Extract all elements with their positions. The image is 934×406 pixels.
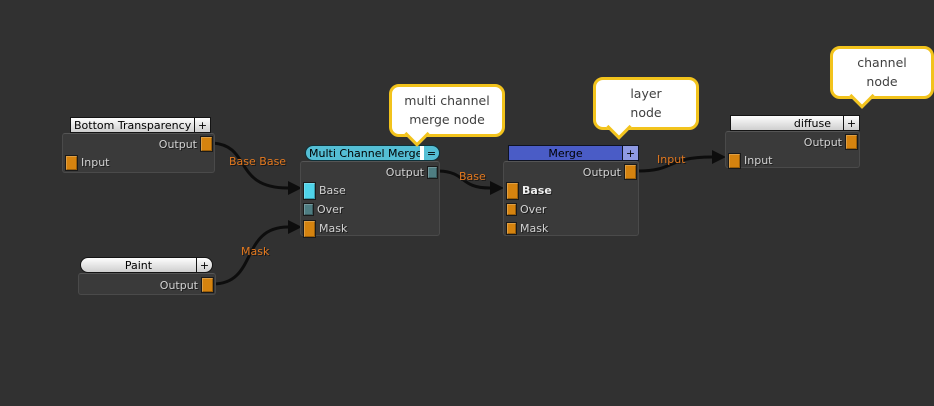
node-header[interactable]: Multi Channel Merge = <box>305 145 440 161</box>
node-merge[interactable]: Merge + Output Base Over Mask <box>503 145 639 236</box>
node-header[interactable]: Paint + <box>80 257 213 273</box>
input-port[interactable] <box>65 154 78 171</box>
mask-port[interactable] <box>303 219 316 238</box>
wire-paint-to-merge-mask[interactable] <box>212 220 302 286</box>
node-bottom-transparency[interactable]: Bottom Transparency + Output Input <box>62 117 215 173</box>
callout-text-line: channel <box>857 55 907 70</box>
node-paint[interactable]: Paint + Output <box>78 257 216 295</box>
over-port[interactable] <box>506 203 517 216</box>
output-port[interactable] <box>427 165 438 179</box>
wire-multichannelmerge-to-merge-base[interactable] <box>438 169 504 195</box>
callout-multi-channel-merge-node: multi channel merge node <box>389 84 505 147</box>
output-port[interactable] <box>845 134 858 150</box>
input-row: Over <box>504 200 638 219</box>
wire-label-base-base: Base Base <box>229 155 287 168</box>
callout-layer-node: layer node <box>593 77 699 140</box>
input-row: Input <box>726 151 859 170</box>
wire-bottom-transparency-to-merge-base[interactable] <box>212 141 302 195</box>
callout-channel-node: channel node <box>830 46 934 109</box>
input-row: Base <box>301 181 439 200</box>
wire-label-input: Input <box>657 153 686 166</box>
output-row: Output <box>504 163 638 181</box>
node-title[interactable]: Multi Channel Merge <box>309 147 420 160</box>
input-row: Input <box>63 153 214 172</box>
node-title[interactable]: Merge <box>548 147 583 160</box>
port-label: Mask <box>520 222 549 235</box>
port-label: Output <box>158 137 197 151</box>
output-row: Output <box>726 133 859 151</box>
node-multi-channel-merge[interactable]: Multi Channel Merge = Output Base Over M… <box>300 145 440 238</box>
output-port[interactable] <box>200 136 213 152</box>
port-label: Base <box>522 184 552 197</box>
node-header[interactable]: Merge + <box>508 145 639 161</box>
node-title[interactable]: diffuse <box>793 117 831 130</box>
port-label: Over <box>317 203 344 216</box>
wire-label-mask: Mask <box>241 245 270 258</box>
port-label: Mask <box>319 222 348 235</box>
add-button[interactable]: + <box>196 258 212 272</box>
callout-text-line: node <box>866 74 898 90</box>
input-row: Over <box>301 200 439 219</box>
port-label: Output <box>582 165 621 179</box>
callout-text-line: layer <box>630 86 662 101</box>
node-title[interactable]: Bottom Transparency <box>74 119 192 132</box>
add-button[interactable]: + <box>622 146 638 160</box>
node-diffuse[interactable]: diffuse + Output Input <box>725 115 860 170</box>
input-row: Mask <box>301 219 439 238</box>
mask-port[interactable] <box>506 222 517 235</box>
output-row: Output <box>79 275 215 295</box>
header-divider <box>420 146 424 160</box>
port-label: Output <box>159 278 198 292</box>
base-port[interactable] <box>303 181 316 200</box>
input-row: Mask <box>504 219 638 238</box>
add-button[interactable]: + <box>194 118 210 132</box>
equals-button[interactable]: = <box>426 147 437 160</box>
port-label: Input <box>81 156 110 169</box>
add-button[interactable]: + <box>843 116 859 130</box>
base-port[interactable] <box>506 181 519 200</box>
port-label: Over <box>520 203 547 216</box>
port-label: Output <box>803 135 842 149</box>
over-port[interactable] <box>303 203 314 216</box>
node-header[interactable]: diffuse + <box>730 115 860 131</box>
port-label: Input <box>744 154 773 167</box>
port-label: Base <box>319 184 346 197</box>
node-header[interactable]: Bottom Transparency + <box>70 117 211 133</box>
node-body[interactable]: Output <box>78 273 216 295</box>
callout-text-line: multi channel <box>404 93 490 108</box>
port-label: Output <box>385 165 424 179</box>
node-body[interactable]: Output Base Over Mask <box>503 161 639 236</box>
node-body[interactable]: Output Base Over Mask <box>300 161 440 238</box>
output-row: Output <box>63 135 214 153</box>
wire-label-base: Base <box>459 170 486 183</box>
output-row: Output <box>301 163 439 181</box>
node-body[interactable]: Output Input <box>725 131 860 170</box>
callout-text-line: merge node <box>409 112 485 128</box>
node-body[interactable]: Output Input <box>62 133 215 173</box>
wire-merge-to-diffuse-input[interactable] <box>637 150 726 173</box>
node-title[interactable]: Paint <box>124 259 153 272</box>
callout-text-line: node <box>630 105 662 121</box>
input-row: Base <box>504 181 638 200</box>
output-port[interactable] <box>624 164 637 180</box>
output-port[interactable] <box>201 277 214 293</box>
input-port[interactable] <box>728 152 741 169</box>
